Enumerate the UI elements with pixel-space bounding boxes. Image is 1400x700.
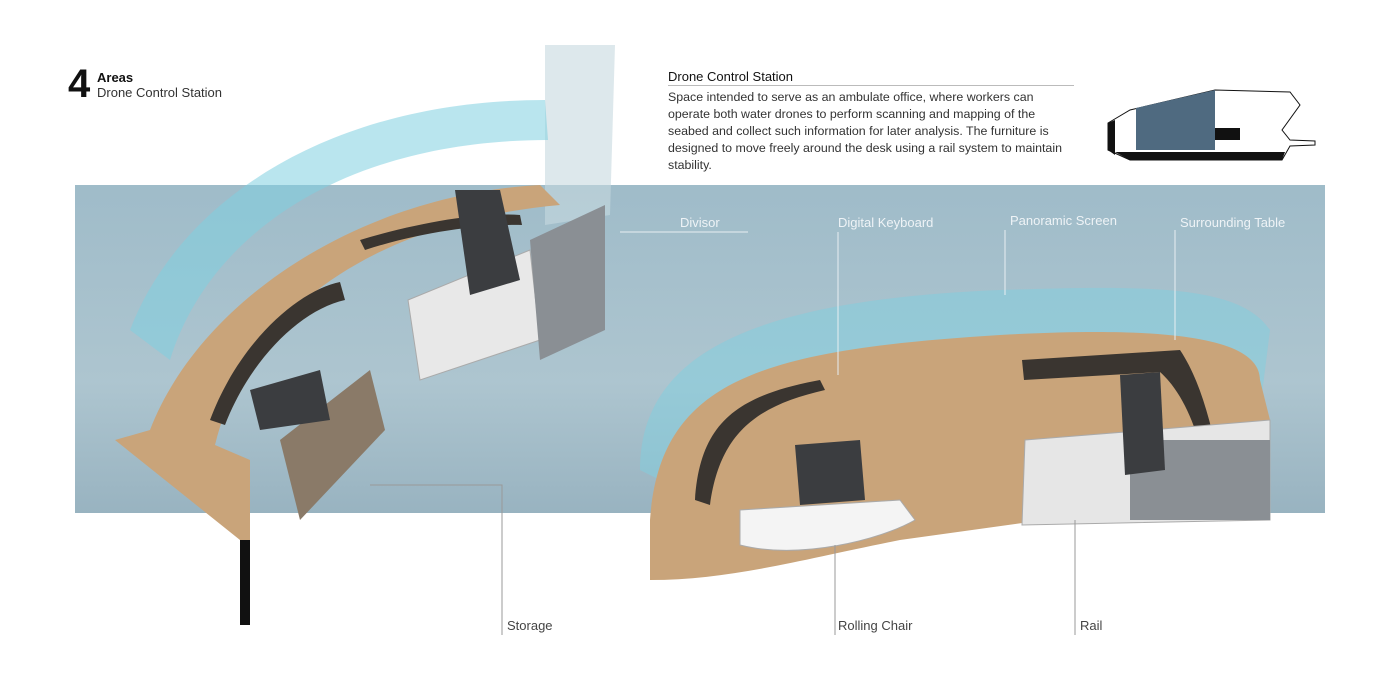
- left-station: [115, 45, 615, 625]
- surrounding-table-left: [115, 185, 560, 620]
- callout-divisor: Divisor: [680, 215, 720, 230]
- areas-heading: Areas: [97, 70, 134, 85]
- description-text: Space intended to serve as an ambulate o…: [668, 90, 1062, 172]
- callout-panoramic-screen: Panoramic Screen: [1010, 213, 1117, 228]
- storage-slats-left: [280, 370, 385, 520]
- boat-section-thumbnail: [1107, 89, 1316, 161]
- areas-subtitle: Drone Control Station: [97, 85, 223, 100]
- area-number: 4: [68, 62, 91, 106]
- description-divider: [668, 85, 1074, 86]
- digital-keyboard-left-1: [210, 282, 345, 425]
- leader-lines-top: [620, 230, 1176, 375]
- right-station: [640, 287, 1271, 580]
- callout-storage: Storage: [507, 618, 553, 633]
- callout-digital-keyboard: Digital Keyboard: [838, 215, 934, 230]
- rolling-chair-left-back: [455, 190, 520, 295]
- panoramic-screen-left: [130, 100, 548, 360]
- digital-keyboard-right-2: [1022, 350, 1220, 465]
- rolling-chair-right-front: [795, 440, 865, 505]
- storage-unit-right-1: [739, 499, 916, 551]
- divisor-panel: [545, 45, 615, 225]
- leader-lines-bottom: [370, 484, 1076, 635]
- description-title: Drone Control Station: [668, 69, 794, 84]
- rolling-chair-left-front: [250, 370, 330, 430]
- callout-rail: Rail: [1080, 618, 1103, 633]
- rolling-chair-right-back: [1120, 372, 1165, 475]
- callout-surrounding-table: Surrounding Table: [1180, 215, 1286, 230]
- callout-rolling-chair: Rolling Chair: [838, 618, 913, 633]
- digital-keyboard-right-1: [695, 380, 825, 505]
